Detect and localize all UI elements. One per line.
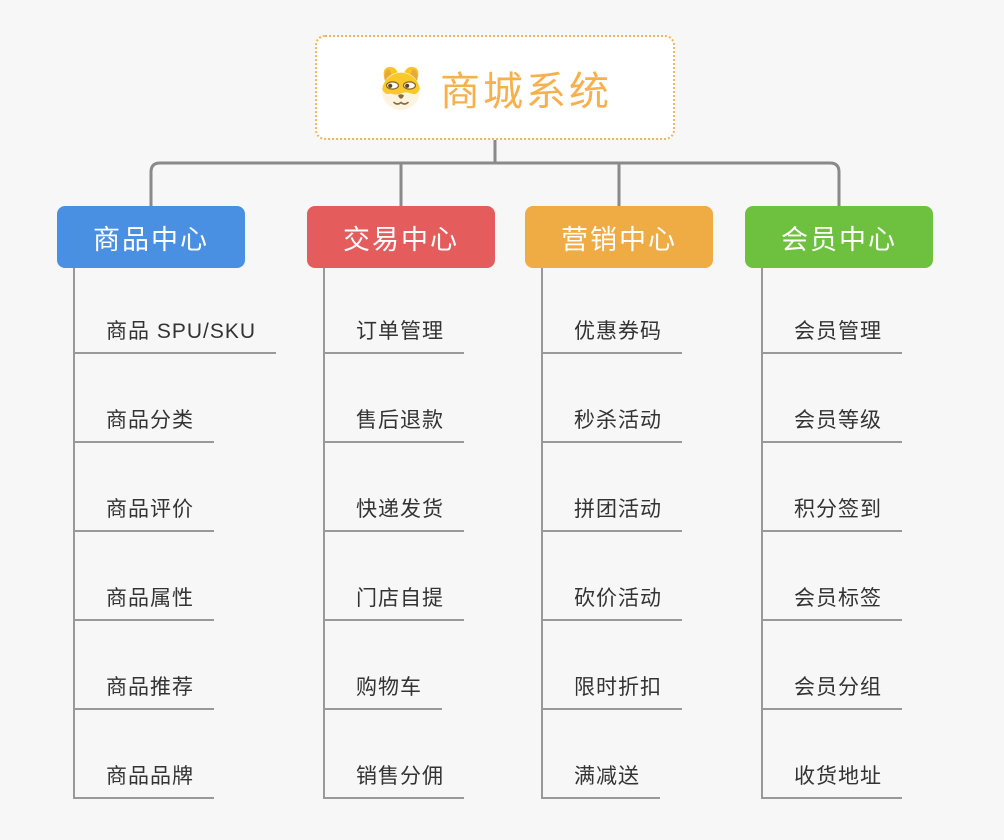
- branch-column-product: 商品中心 商品 SPU/SKU 商品分类 商品评价 商品属性 商品推荐 商品品牌: [57, 206, 307, 816]
- branch-item[interactable]: 购物车: [323, 674, 442, 710]
- branch-item[interactable]: 门店自提: [323, 585, 464, 621]
- branch-item[interactable]: 快递发货: [323, 496, 464, 532]
- branch-item[interactable]: 砍价活动: [541, 585, 682, 621]
- branch-item[interactable]: 订单管理: [323, 318, 464, 354]
- branch-item[interactable]: 收货地址: [761, 763, 902, 799]
- branch-item[interactable]: 限时折扣: [541, 674, 682, 710]
- branch-item[interactable]: 积分签到: [761, 496, 902, 532]
- branch-column-member: 会员中心 会员管理 会员等级 积分签到 会员标签 会员分组 收货地址: [745, 206, 995, 816]
- branch-item[interactable]: 商品属性: [73, 585, 214, 621]
- branch-item[interactable]: 商品分类: [73, 407, 214, 443]
- branch-item[interactable]: 会员等级: [761, 407, 902, 443]
- branch-rail-line: [149, 161, 841, 206]
- branch-stem-line: [323, 268, 325, 799]
- branch-stem-line: [761, 268, 763, 799]
- branch-item[interactable]: 商品品牌: [73, 763, 214, 799]
- branch-header-member[interactable]: 会员中心: [745, 206, 933, 268]
- branch-header-trade[interactable]: 交易中心: [307, 206, 495, 268]
- branch-item[interactable]: 销售分佣: [323, 763, 464, 799]
- branch-item[interactable]: 商品推荐: [73, 674, 214, 710]
- branch-column-trade: 交易中心 订单管理 售后退款 快递发货 门店自提 购物车 销售分佣: [307, 206, 557, 816]
- branch-item[interactable]: 拼团活动: [541, 496, 682, 532]
- branch-item[interactable]: 商品 SPU/SKU: [73, 318, 277, 354]
- branch-item[interactable]: 会员标签: [761, 585, 902, 621]
- branch-item[interactable]: 会员管理: [761, 318, 902, 354]
- branch-item[interactable]: 秒杀活动: [541, 407, 682, 443]
- branch-column-marketing: 营销中心 优惠券码 秒杀活动 拼团活动 砍价活动 限时折扣 满减送: [525, 206, 775, 816]
- branch-item[interactable]: 商品评价: [73, 496, 214, 532]
- branch-item[interactable]: 售后退款: [323, 407, 464, 443]
- root-title: 商城系统: [440, 69, 612, 114]
- branch-stem-line: [541, 268, 543, 799]
- doge-icon: [382, 66, 420, 110]
- branch-header-product[interactable]: 商品中心: [57, 206, 245, 268]
- connector-group: [149, 139, 841, 206]
- branch-header-marketing[interactable]: 营销中心: [525, 206, 713, 268]
- root-node[interactable]: 商城系统: [315, 35, 675, 140]
- branch-item[interactable]: 优惠券码: [541, 318, 682, 354]
- branch-item[interactable]: 满减送: [541, 763, 660, 799]
- branch-stem-line: [73, 268, 75, 799]
- branch-item[interactable]: 会员分组: [761, 674, 902, 710]
